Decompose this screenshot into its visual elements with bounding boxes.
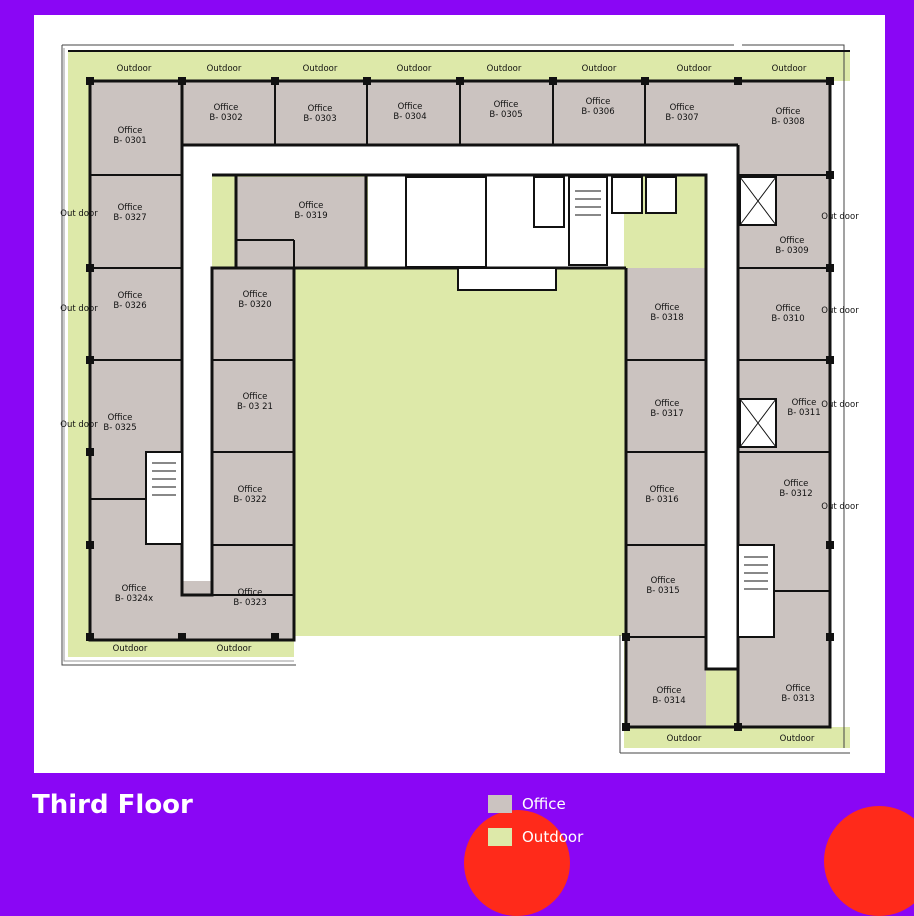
- stair-core: [737, 544, 775, 638]
- legend-swatch-outdoor: [488, 828, 512, 846]
- outdoor-label: Out door: [821, 502, 859, 512]
- stair-core: [145, 451, 183, 545]
- outdoor-label: Outdoor: [113, 644, 148, 654]
- outdoor-label: Outdoor: [780, 734, 815, 744]
- stair-core: [568, 176, 608, 266]
- outdoor-label: Outdoor: [397, 64, 432, 74]
- lift-shaft: [533, 176, 565, 228]
- partitions: [68, 50, 850, 638]
- floor-plan: Outdoor Outdoor Outdoor Outdoor Outdoor …: [34, 15, 885, 773]
- legend-swatch-office: [488, 795, 512, 813]
- outdoor-label: Out door: [60, 304, 98, 314]
- decorative-blob: [824, 806, 914, 916]
- lift-shaft: [645, 176, 677, 214]
- office-area: [212, 268, 294, 581]
- corridor-bay: [457, 267, 557, 291]
- outdoor-label: Out door: [821, 212, 859, 222]
- outdoor-label: Outdoor: [117, 64, 152, 74]
- lift-markings: [152, 176, 777, 590]
- outdoor-label: Outdoor: [487, 64, 522, 74]
- outdoor-label: Outdoor: [667, 734, 702, 744]
- lift-shaft: [611, 176, 643, 214]
- outdoor-label: Outdoor: [217, 644, 252, 654]
- outdoor-label: Out door: [60, 420, 98, 430]
- outdoor-label: Outdoor: [772, 64, 807, 74]
- building-outline: [61, 44, 850, 754]
- legend-item-outdoor: Outdoor: [488, 827, 583, 847]
- outdoor-label: Out door: [60, 209, 98, 219]
- office-area: [236, 177, 366, 268]
- floor-plan-drawing: Outdoor Outdoor Outdoor Outdoor Outdoor …: [60, 44, 859, 754]
- structural-columns: [86, 77, 834, 731]
- outdoor-label: Outdoor: [207, 64, 242, 74]
- stair-cores: [145, 176, 777, 638]
- outdoor-label: Outdoor: [303, 64, 338, 74]
- outdoor-label: Outdoor: [582, 64, 617, 74]
- outdoor-label: Out door: [821, 400, 859, 410]
- legend-label: Office: [522, 795, 566, 813]
- legend-item-office: Office: [488, 794, 583, 814]
- outdoor-label: Outdoor: [677, 64, 712, 74]
- floor-title: Third Floor: [32, 790, 193, 820]
- legend: Office Outdoor: [488, 794, 583, 860]
- outdoor-labels: Outdoor Outdoor Outdoor Outdoor Outdoor …: [60, 64, 859, 744]
- outdoor-label: Out door: [821, 306, 859, 316]
- legend-label: Outdoor: [522, 828, 584, 846]
- office-area: [182, 581, 294, 640]
- office-area: [626, 268, 706, 727]
- restroom-core: [405, 176, 487, 268]
